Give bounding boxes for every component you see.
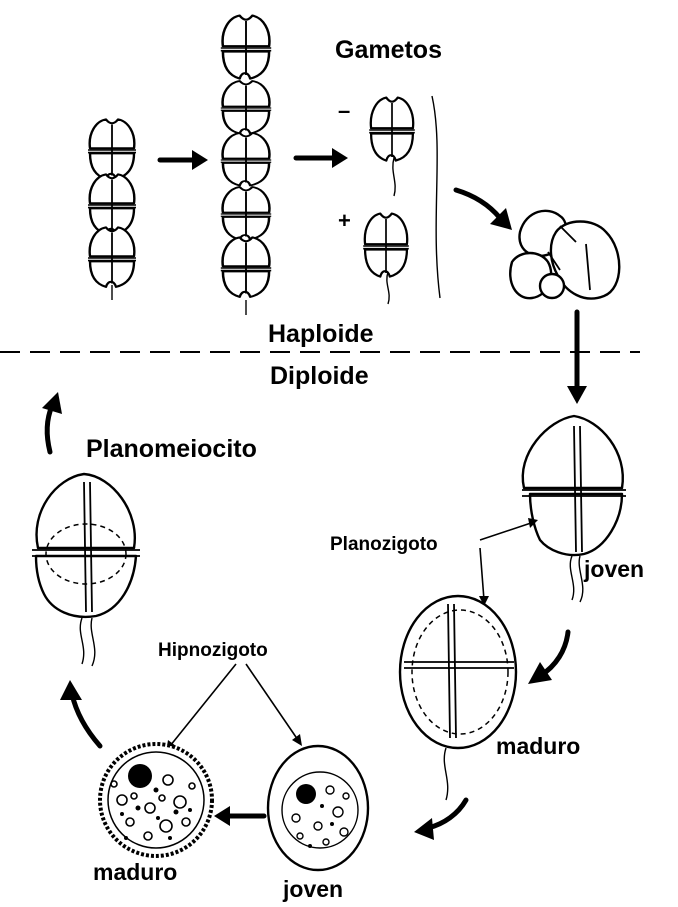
label-planomeiocito: Planomeiocito	[86, 435, 257, 463]
label-gametos: Gametos	[335, 36, 442, 64]
pointer-hipnozigoto	[166, 664, 302, 752]
gamete-flagella-bracket	[432, 96, 440, 298]
arrow-planomeiocyte-to-haploid	[42, 392, 62, 452]
hypnozygote-young	[268, 746, 368, 870]
planozygote-mature	[400, 596, 516, 800]
label-haploide: Haploide	[268, 320, 374, 348]
arrow-young-to-mature-planozygote	[528, 632, 568, 684]
hypnozygote-mature	[100, 744, 212, 856]
short-cell-chain	[88, 119, 136, 300]
gamete-plus	[363, 214, 409, 304]
gamete-minus	[369, 98, 415, 196]
label-minus: –	[338, 98, 350, 123]
label-hipnozigoto-joven: joven	[282, 876, 343, 902]
arrow-long-chain-to-gametes	[296, 148, 348, 168]
arrow-young-to-mature-hypnozygote	[214, 806, 264, 826]
label-diploide: Diploide	[270, 362, 369, 390]
label-plus: +	[338, 208, 351, 233]
planomeiocyte	[32, 474, 140, 666]
label-hipnozigoto-maduro: maduro	[93, 859, 177, 885]
arrow-gametes-to-fusion	[456, 190, 512, 230]
label-planozigoto: Planozigoto	[330, 534, 438, 555]
label-planozigoto-joven: joven	[583, 556, 644, 582]
arrow-fusion-to-planozygote	[567, 312, 587, 404]
label-planozigoto-maduro: maduro	[496, 733, 580, 759]
arrow-planozygote-to-hypnozygote	[414, 800, 466, 840]
fusing-gametes	[510, 211, 619, 299]
long-cell-chain	[221, 16, 271, 315]
arrow-chain-to-long-chain	[160, 150, 208, 170]
arrow-hypnozygote-to-planomeiocyte	[60, 680, 100, 746]
label-hipnozigoto: Hipnozigoto	[158, 640, 268, 661]
pointer-planozigoto	[479, 518, 538, 606]
